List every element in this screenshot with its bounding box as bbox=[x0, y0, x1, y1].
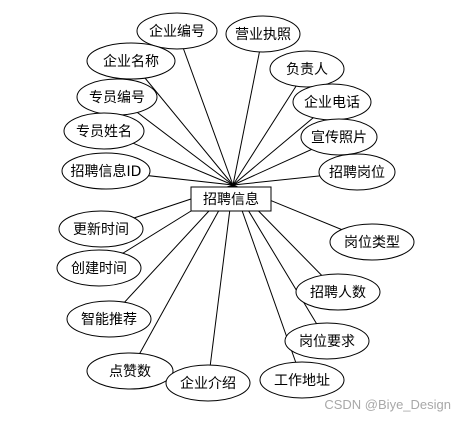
attribute-label: 企业介绍 bbox=[180, 375, 236, 392]
entity-box bbox=[190, 186, 272, 212]
attribute-label: 岗位类型 bbox=[344, 235, 400, 251]
attribute-label: 企业编号 bbox=[149, 23, 205, 40]
attribute-label: 智能推荐 bbox=[81, 312, 137, 328]
attribute-ellipse bbox=[259, 361, 345, 399]
attribute-recruit-info-id: 招聘信息ID bbox=[61, 152, 151, 190]
attribute-position-requirements: 岗位要求 bbox=[284, 322, 370, 360]
attribute-label: 专员姓名 bbox=[76, 124, 132, 140]
attribute-ellipse bbox=[86, 352, 174, 390]
attribute-ellipse bbox=[318, 153, 396, 191]
attribute-label: 招聘信息ID bbox=[71, 163, 142, 180]
attribute-ellipse bbox=[58, 210, 144, 248]
attribute-ellipse bbox=[136, 12, 218, 50]
attribute-label: 工作地址 bbox=[274, 373, 330, 389]
attribute-label: 岗位要求 bbox=[299, 334, 355, 350]
attribute-position-type: 岗位类型 bbox=[329, 223, 415, 261]
connector-company-name bbox=[130, 60, 234, 186]
attribute-label: 营业执照 bbox=[235, 27, 291, 43]
connector-business-license bbox=[232, 33, 264, 186]
attribute-company-name: 企业名称 bbox=[86, 42, 176, 80]
attribute-label: 点赞数 bbox=[109, 364, 151, 380]
attribute-ellipse bbox=[61, 152, 151, 190]
attribute-ellipse bbox=[86, 42, 176, 80]
attribute-update-time: 更新时间 bbox=[58, 210, 144, 248]
attribute-ellipse bbox=[284, 322, 370, 360]
attribute-company-intro: 企业介绍 bbox=[165, 364, 251, 402]
attribute-ellipse bbox=[165, 364, 251, 402]
attribute-promo-photo: 宣传照片 bbox=[300, 118, 378, 156]
attribute-work-address: 工作地址 bbox=[259, 361, 345, 399]
watermark: CSDN @Biye_Design bbox=[324, 397, 451, 412]
attribute-label: 招聘岗位 bbox=[329, 165, 385, 181]
attribute-person-in-charge: 负责人 bbox=[269, 50, 345, 88]
connector-person-in-charge bbox=[232, 68, 308, 186]
attribute-company-phone: 企业电话 bbox=[292, 83, 372, 121]
attribute-smart-recommend: 智能推荐 bbox=[66, 300, 152, 338]
attribute-ellipse bbox=[295, 273, 381, 311]
attribute-label: 创建时间 bbox=[71, 261, 127, 277]
attribute-label: 更新时间 bbox=[73, 222, 129, 238]
attribute-ellipse bbox=[269, 50, 345, 88]
attribute-label: 企业名称 bbox=[103, 53, 159, 70]
attribute-recruit-count: 招聘人数 bbox=[295, 273, 381, 311]
attribute-label: 专员编号 bbox=[89, 90, 145, 106]
attribute-business-license: 营业执照 bbox=[225, 15, 301, 53]
attribute-label: 招聘人数 bbox=[310, 285, 366, 301]
connector-company-code bbox=[176, 30, 234, 186]
attribute-recruit-position: 招聘岗位 bbox=[318, 153, 396, 191]
attribute-ellipse bbox=[56, 249, 142, 287]
attribute-ellipse bbox=[66, 300, 152, 338]
attribute-ellipse bbox=[300, 118, 378, 156]
attribute-like-count: 点赞数 bbox=[86, 352, 174, 390]
attribute-ellipse bbox=[225, 15, 301, 53]
attribute-company-code: 企业编号 bbox=[136, 12, 218, 50]
attribute-specialist-name: 专员姓名 bbox=[63, 112, 145, 150]
attribute-label: 企业电话 bbox=[304, 94, 360, 111]
connector-like-count bbox=[129, 184, 234, 372]
attribute-ellipse bbox=[63, 112, 145, 150]
entity-recruitment-info: 招聘信息 bbox=[190, 186, 272, 212]
connector-company-intro bbox=[207, 184, 234, 384]
attribute-label: 宣传照片 bbox=[311, 130, 367, 146]
attribute-ellipse bbox=[329, 223, 415, 261]
attribute-specialist-code: 专员编号 bbox=[76, 78, 158, 116]
attribute-label: 负责人 bbox=[286, 62, 328, 78]
attribute-create-time: 创建时间 bbox=[56, 249, 142, 287]
entity-label: 招聘信息 bbox=[203, 191, 259, 208]
